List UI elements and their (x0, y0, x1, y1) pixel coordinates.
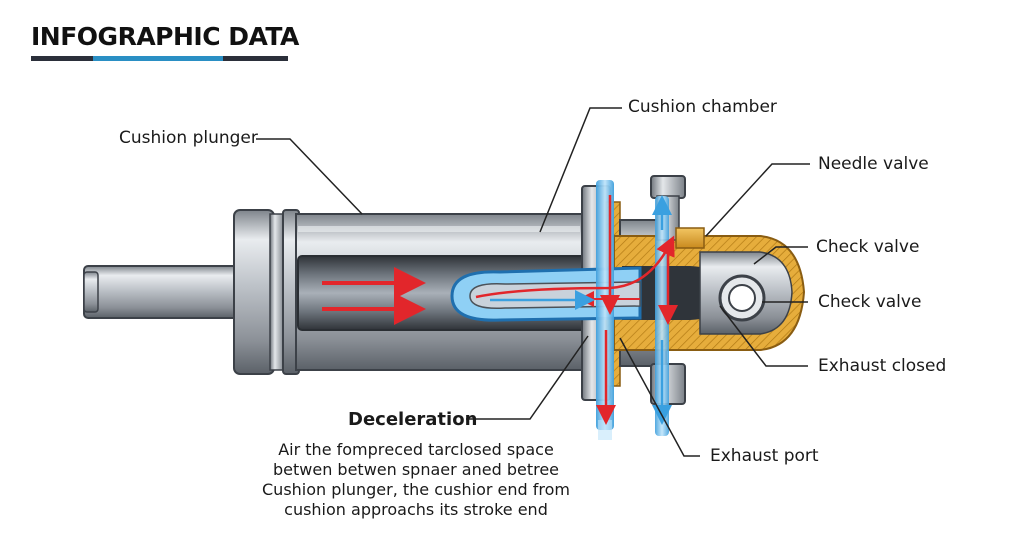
cushion-housing (613, 235, 806, 351)
page-title: INFOGRAPHIC DATA (31, 22, 299, 51)
deceleration-title: Deceleration (348, 409, 478, 430)
deceleration-line: betwen betwen spnaer aned betree (272, 460, 560, 479)
flow-arrows (322, 195, 678, 425)
deceleration-description: Air the fomprесed tarclosed space betwen… (256, 440, 576, 520)
label-exhaust-port: Exhaust port (710, 446, 819, 466)
deceleration-line: Cushion plunger, the cushior end from (262, 480, 570, 499)
label-cushion-chamber: Cushion chamber (628, 97, 777, 117)
label-check-valve-upper: Check valve (816, 237, 920, 257)
leader-lines (256, 107, 810, 457)
label-needle-valve: Needle valve (818, 154, 929, 174)
label-check-valve-lower: Check valve (818, 292, 922, 312)
label-exhaust-closed: Exhaust closed (818, 356, 947, 376)
label-cushion-plunger: Cushion plunger (119, 128, 258, 148)
piston-head (233, 209, 300, 375)
title-underline (31, 56, 288, 61)
piston-rod (83, 265, 245, 319)
deceleration-line: cushion approachs its stroke end (284, 500, 548, 519)
deceleration-line: Air the fomprесed tarclosed space (278, 440, 554, 459)
